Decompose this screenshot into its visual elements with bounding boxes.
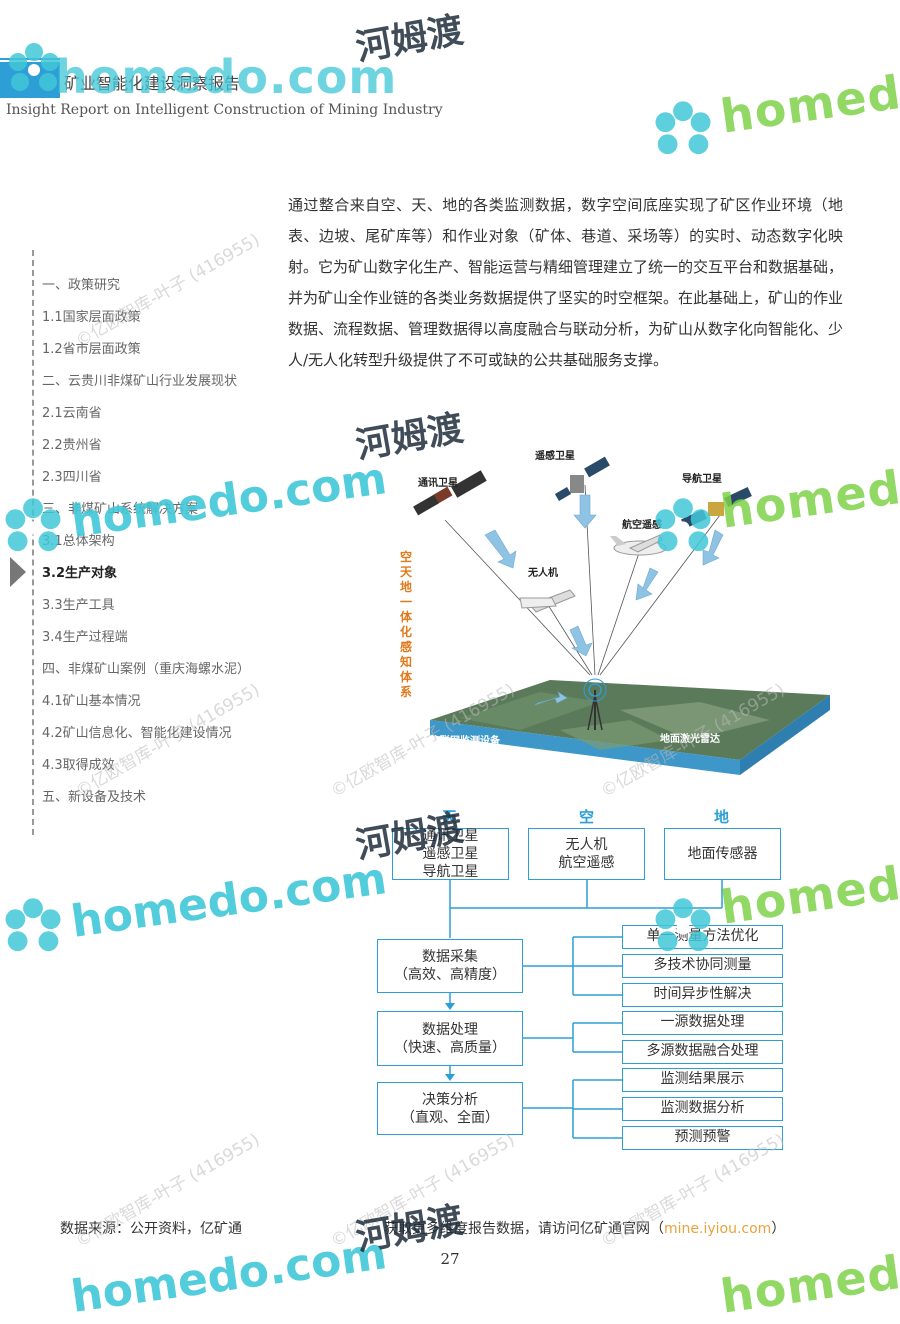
toc-item[interactable]: 4.3取得成效 xyxy=(42,758,115,773)
remote-sensing-satellite-icon xyxy=(554,456,610,501)
toc-item[interactable]: 五、新设备及技术 xyxy=(42,790,147,805)
stage-data-collection: 数据采集 （高效、高精度） xyxy=(377,939,523,993)
label-aerial-remote-sensing: 航空遥感 xyxy=(622,520,662,531)
stage-sub: （快速、高质量） xyxy=(394,1039,506,1056)
toc-item[interactable]: 3.3生产工具 xyxy=(42,598,115,613)
label-nav-satellite: 导航卫星 xyxy=(682,474,722,485)
box-aerial: 无人机 航空遥感 xyxy=(528,828,645,880)
toc-item[interactable]: 3.2生产对象 xyxy=(42,566,118,581)
item-box: 监测结果展示 xyxy=(622,1068,783,1092)
toc-item[interactable]: 1.2省市层面政策 xyxy=(42,342,141,357)
perception-system-vertical-label: 空天地一体化感知体系 xyxy=(400,550,413,699)
toc-divider xyxy=(32,250,34,835)
toc-item[interactable]: 2.1云南省 xyxy=(42,406,102,421)
item-box: 多技术协同测量 xyxy=(622,954,783,978)
box-line: 导航卫星 xyxy=(422,864,479,880)
report-title: 矿业智能化建设洞察报告 xyxy=(64,74,241,93)
item-box: 时间异步性解决 xyxy=(622,983,783,1007)
stage-decision-analysis: 决策分析 （直观、全面） xyxy=(377,1082,523,1135)
table-of-contents: 一、政策研究 1.1国家层面政策 1.2省市层面政策二、云贵川非煤矿山行业发展现状 2… xyxy=(42,275,250,819)
comm-satellite-icon xyxy=(413,470,487,516)
toc-item[interactable]: 2.2贵州省 xyxy=(42,438,102,453)
item-box: 预测预警 xyxy=(622,1126,783,1150)
item-box: 多源数据融合处理 xyxy=(622,1040,783,1064)
stage-sub: （直观、全面） xyxy=(401,1109,499,1126)
label-ground-lidar: 地面激光雷达 xyxy=(660,734,720,745)
report-subtitle: Insight Report on Intelligent Constructi… xyxy=(6,102,443,118)
box-line: 航空遥感 xyxy=(558,855,615,871)
header-tian: 天 xyxy=(442,808,458,826)
toc-item[interactable]: 四、非煤矿山案例（重庆海螺水泥） xyxy=(42,662,251,677)
box-line: 通讯卫星 xyxy=(422,828,479,844)
website-link[interactable]: mine.iyiou.com xyxy=(664,1221,772,1237)
toc-item[interactable]: 1.1国家层面政策 xyxy=(42,310,141,325)
aircraft-icon xyxy=(610,534,667,556)
visit-suffix: ） xyxy=(771,1221,786,1237)
page-number: 27 xyxy=(440,1250,460,1268)
toc-item[interactable]: 4.1矿山基本情况 xyxy=(42,694,141,709)
item-box: 一源数据处理 xyxy=(622,1011,783,1035)
stage-sub: （高效、高精度） xyxy=(394,967,506,983)
header-di: 地 xyxy=(714,808,730,826)
data-source-note: 数据来源：公开资料，亿矿通 xyxy=(60,1221,242,1237)
item-box: 单一测量方法优化 xyxy=(622,925,783,949)
label-comm-satellite: 通讯卫星 xyxy=(418,478,458,489)
toc-item[interactable]: 4.2矿山信息化、智能化建设情况 xyxy=(42,726,232,741)
stage-title: 数据处理 xyxy=(422,1021,478,1038)
box-line: 地面传感器 xyxy=(687,846,758,862)
label-iot-device: 物联网监测设备 xyxy=(430,736,500,747)
header-kong: 空 xyxy=(579,808,595,826)
box-line: 无人机 xyxy=(565,837,608,853)
box-line: 遥感卫星 xyxy=(422,846,479,862)
stage-data-processing: 数据处理 （快速、高质量） xyxy=(377,1011,523,1066)
visit-website-note: 获取更多维度报告数据，请访问亿矿通官网（mine.iyiou.com） xyxy=(384,1218,785,1238)
stage-title: 数据采集 xyxy=(422,949,478,965)
toc-item[interactable]: 三、非煤矿山系统解决方案 xyxy=(42,502,199,517)
toc-item[interactable]: 一、政策研究 xyxy=(42,278,121,293)
box-satellites: 通讯卫星 遥感卫星 导航卫星 xyxy=(392,828,509,880)
toc-item[interactable]: 3.1总体架构 xyxy=(42,534,115,549)
toc-item[interactable]: 2.3四川省 xyxy=(42,470,102,485)
body-paragraph: 通过整合来自空、天、地的各类监测数据，数字空间底座实现了矿区作业环境（地表、边坡… xyxy=(288,196,844,369)
toc-item[interactable]: 二、云贵川非煤矿山行业发展现状 xyxy=(42,374,238,389)
item-box: 监测数据分析 xyxy=(622,1097,783,1121)
toc-item[interactable]: 3.4生产过程端 xyxy=(42,630,128,645)
stage-title: 决策分析 xyxy=(422,1091,478,1108)
uav-icon xyxy=(519,589,576,613)
visit-prefix: 获取更多维度报告数据，请访问亿矿通官网（ xyxy=(384,1221,664,1237)
toc-current-arrow-icon xyxy=(10,557,26,587)
label-remote-satellite: 遥感卫星 xyxy=(535,451,575,462)
label-uav: 无人机 xyxy=(528,568,558,579)
box-ground: 地面传感器 xyxy=(664,828,781,880)
